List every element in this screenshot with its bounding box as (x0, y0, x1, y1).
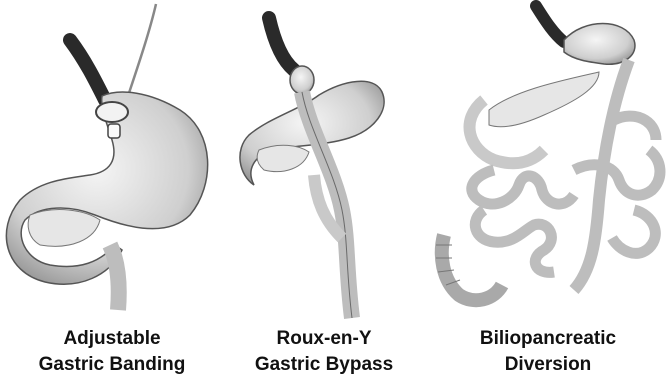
caption-line-1: Adjustable (0, 326, 224, 352)
esophagus (536, 6, 564, 42)
biliopancreatic-diversion-illustration (424, 0, 672, 320)
caption-line-2: Gastric Bypass (224, 352, 424, 378)
gastric-band (96, 102, 128, 122)
gastric-pouch (290, 66, 314, 94)
small-bowel (472, 116, 660, 272)
caption-line-1: Biliopancreatic (424, 326, 672, 352)
gastric-banding-illustration (0, 0, 224, 320)
pancreas (489, 72, 599, 127)
panel-roux-en-y-gastric-bypass: Roux-en-Y Gastric Bypass (224, 0, 424, 386)
duodenum (110, 245, 119, 310)
pancreas (28, 210, 100, 247)
caption-roux-en-y-gastric-bypass: Roux-en-Y Gastric Bypass (224, 326, 424, 378)
caption-line-2: Diversion (424, 352, 672, 378)
panel-biliopancreatic-diversion: Biliopancreatic Diversion (424, 0, 672, 386)
caption-biliopancreatic-diversion: Biliopancreatic Diversion (424, 326, 672, 378)
panel-adjustable-gastric-banding: Adjustable Gastric Banding (0, 0, 224, 386)
band-port (108, 124, 120, 138)
gastric-bypass-illustration (224, 0, 424, 320)
reduced-stomach (564, 24, 635, 65)
pancreas (257, 145, 309, 171)
esophagus (70, 40, 105, 100)
caption-line-2: Gastric Banding (0, 352, 224, 378)
esophagus (269, 18, 294, 70)
caption-adjustable-gastric-banding: Adjustable Gastric Banding (0, 326, 224, 378)
caption-line-1: Roux-en-Y (224, 326, 424, 352)
